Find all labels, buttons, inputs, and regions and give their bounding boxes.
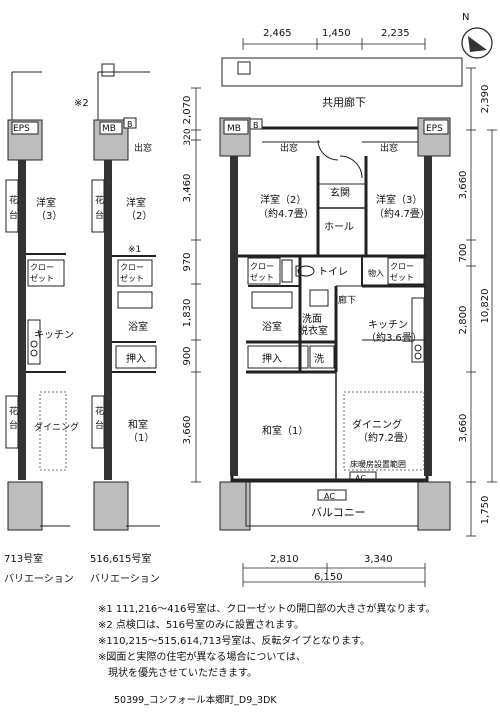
balcony-label: バルコニー — [311, 506, 366, 519]
washitsu-label: 和室（1） — [262, 424, 308, 437]
compass-label: N — [462, 12, 469, 23]
var-a-western: 洋室 — [36, 196, 56, 209]
dining-label: ダイニング — [352, 418, 402, 431]
dim-right-4: 2,800 — [458, 306, 469, 335]
dim-right-6: 1,750 — [480, 496, 491, 525]
var-b-closet: クロー — [120, 263, 144, 272]
var-a-closet: クロー — [30, 263, 54, 272]
main-unit-plan: 共用廊下 MB B EPS 出窓 出窓 — [219, 57, 463, 531]
var-b-washitsu: 和室 — [128, 418, 148, 431]
var-b-oshiire: 押入 — [126, 352, 146, 365]
var-b-bath: 浴室 — [128, 320, 148, 333]
var-b-mb: MB — [102, 124, 116, 134]
ac-label-2: AC — [324, 492, 335, 501]
toilet-label: トイレ — [318, 267, 348, 278]
var-b-washitsu-no: （1） — [128, 432, 154, 444]
var-b-note-mark: ※2 — [74, 98, 89, 109]
var-a-dai1: 台 — [9, 209, 18, 221]
var-b-hana2: 花 — [95, 405, 104, 417]
note-2: ※2 点検口は、516号室のみに設置されます。 — [98, 620, 305, 631]
dim-top-3: 2,235 — [381, 28, 410, 39]
notes: ※1 111,216〜416号室は、クローゼットの開口部の大きさが異なります。 … — [98, 602, 498, 682]
dining-size: （約7.2畳） — [358, 431, 414, 444]
var-a-dining: ダイニング — [34, 421, 79, 433]
dim-right-5: 3,660 — [458, 414, 469, 443]
note-1: ※1 111,216〜416号室は、クローゼットの開口部の大きさが異なります。 — [98, 604, 436, 615]
closet1-label: クロー — [250, 262, 274, 271]
var-b-caption2: バリエーション — [90, 573, 160, 585]
kitchen-size: （約3.6畳） — [366, 331, 422, 344]
dim-top-2: 1,450 — [322, 28, 351, 39]
var-b-caption1: 516,615号室 — [90, 552, 151, 565]
sen-label: 洗 — [314, 353, 324, 365]
dim-left-1: 2,070 — [182, 96, 193, 125]
western3-size: （約4.7畳） — [374, 207, 430, 220]
var-b-b: B — [127, 120, 133, 129]
demado-label-1: 出窓 — [280, 142, 298, 154]
mb-label: MB — [227, 124, 241, 134]
var-b-demado: 出窓 — [134, 142, 152, 154]
var-a-hana2: 花 — [9, 405, 18, 417]
oshiire-label: 押入 — [262, 352, 282, 365]
kitchen-label: キッチン — [368, 319, 408, 331]
dim-bottom-1: 2,810 — [270, 554, 299, 565]
var-b-western-no: （2） — [126, 210, 152, 222]
dim-left-2: 320 — [183, 128, 193, 145]
var-a-hana1: 花 — [9, 194, 18, 206]
var-b-dai1: 台 — [95, 209, 104, 221]
footer-code: 50399_コンフォール本郷町_D9_3DK — [114, 695, 277, 706]
corridor-label: 共用廊下 — [322, 95, 366, 109]
dim-left-3: 3,460 — [182, 174, 193, 203]
dim-left-5: 1,830 — [182, 299, 193, 328]
variation-b-plan: ※2 MB B 出窓 花 台 洋室 （2） ※1 クロー ゼット 浴室 押入 花… — [74, 63, 160, 585]
var-b-closet-b: ゼット — [120, 273, 144, 283]
b-label: B — [253, 121, 259, 130]
var-b-hana1: 花 — [95, 194, 104, 206]
western2-size: （約4.7畳） — [258, 207, 314, 220]
dim-right-3: 700 — [458, 243, 469, 262]
variation-a-plan: EPS 花 台 洋室 （3） クロー ゼット キッチン 花 台 ダイニング 71… — [4, 71, 79, 585]
bath-label: 浴室 — [262, 320, 282, 333]
dim-left-7: 3,660 — [182, 416, 193, 445]
dim-right-1: 2,390 — [480, 85, 491, 114]
senmen-label: 洗面 — [302, 313, 322, 325]
var-a-western-no: （3） — [36, 210, 62, 222]
north-compass-icon: N — [461, 12, 493, 59]
closet2-label-b: ゼット — [390, 272, 414, 282]
hall-label: ホール — [324, 221, 354, 233]
genkan-label: 玄関 — [330, 186, 350, 199]
note-3: ※110,215〜515,614,713号室は、反転タイプとなります。 — [98, 636, 371, 647]
var-a-closet-b: ゼット — [30, 273, 54, 283]
var-b-western: 洋室 — [126, 196, 146, 209]
rouka-label: 廊下 — [338, 294, 356, 306]
note-4: ※図面と実際の住宅が異なる場合については、 — [98, 652, 306, 663]
var-a-dai2: 台 — [9, 419, 18, 431]
note-5: 現状を優先させていただきます。 — [98, 668, 257, 679]
western2-label: 洋室（2） — [260, 193, 306, 206]
storage-label: 物入 — [368, 268, 384, 278]
var-b-dai2: 台 — [95, 419, 104, 431]
var-a-eps: EPS — [13, 124, 30, 134]
western3-label: 洋室（3） — [376, 193, 422, 206]
ac-label-1: AC — [355, 474, 366, 483]
datsui-label: 脱衣室 — [298, 324, 328, 337]
dim-bottom-total: 6,150 — [314, 572, 343, 583]
var-a-kitchen: キッチン — [34, 329, 74, 341]
dim-left-4: 970 — [182, 252, 193, 271]
dim-bottom-2: 3,340 — [364, 554, 393, 565]
closet2-label: クロー — [390, 262, 414, 271]
var-b-mark1: ※1 — [128, 245, 141, 255]
eps-label: EPS — [426, 124, 443, 134]
dim-right-2: 3,660 — [458, 171, 469, 200]
var-a-caption2: バリエーション — [4, 573, 74, 585]
dim-top-1: 2,465 — [263, 28, 292, 39]
dim-right-total: 10,820 — [480, 289, 491, 324]
demado-label-2: 出窓 — [380, 142, 398, 154]
floor-heat-label: 床暖房設置範囲 — [350, 459, 406, 469]
dim-left-6: 900 — [182, 346, 193, 365]
closet1-label-b: ゼット — [250, 272, 274, 282]
var-a-caption1: 713号室 — [4, 552, 43, 565]
